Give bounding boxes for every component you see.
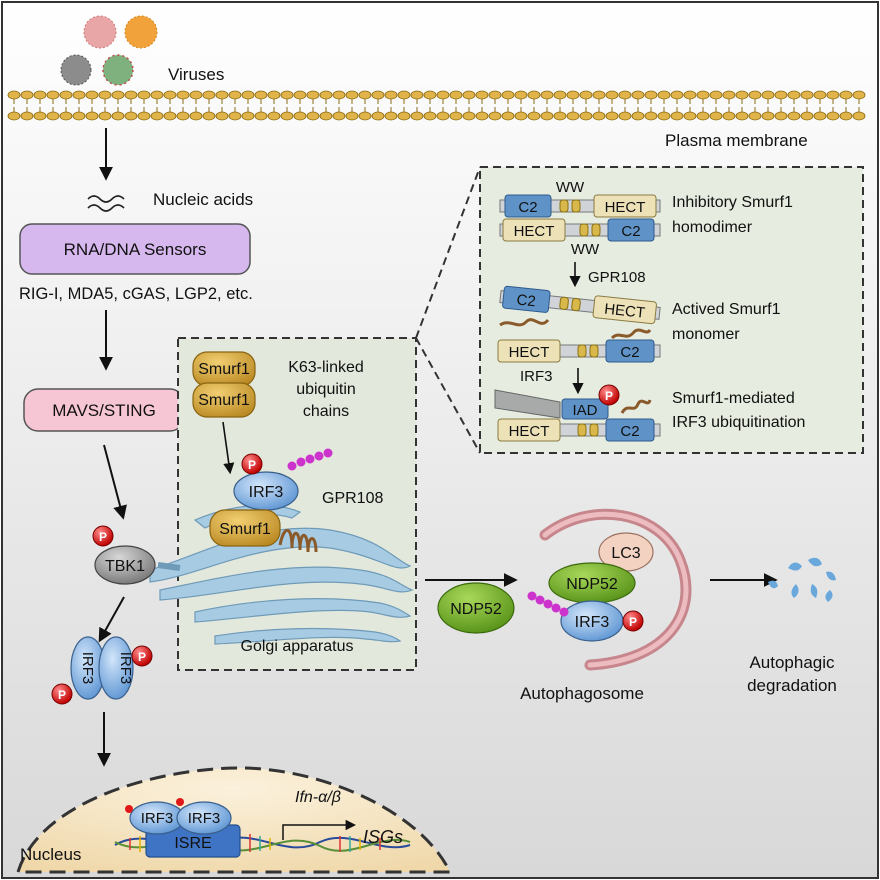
inset-row2-hect-label: HECT	[514, 223, 555, 240]
autophagic-line2-label: degradation	[747, 676, 837, 695]
gpr108-transmembrane-icon	[278, 528, 318, 553]
autophagosome-label: Autophagosome	[520, 684, 644, 703]
transcription-arrow	[282, 819, 357, 840]
degradation-fragments-icon	[768, 557, 836, 602]
smurf1-dimer-bottom-bar	[499, 218, 661, 242]
inset-row1-c2-label: C2	[518, 199, 537, 216]
smurf1-stack	[192, 351, 256, 418]
inset-iad-box	[561, 398, 609, 420]
viruses-label: Viruses	[168, 65, 224, 84]
irf3-dimer-phospho-right-label: P	[138, 650, 146, 664]
golgi-ubiquitin-chain-icon	[287, 448, 333, 471]
nucleic-acids-label: Nucleic acids	[153, 190, 253, 209]
inset-row4-hect-label: HECT	[509, 344, 550, 361]
rna-dna-sensors-label: RNA/DNA Sensors	[64, 240, 207, 259]
golgi-smurf1-node	[209, 509, 281, 547]
inset-row5-hect-label: HECT	[509, 423, 550, 440]
inset-row1-hect-label: HECT	[605, 199, 646, 216]
tbk1-phospho-label: P	[99, 530, 107, 544]
irf3-dimer-phospho-left-label: P	[58, 688, 66, 702]
tbk1-node	[94, 545, 156, 585]
isgs-label: ISGs	[363, 827, 403, 847]
inset-irf3-body	[494, 389, 561, 419]
golgi-irf3-label: IRF3	[249, 484, 284, 501]
mediated-line2-label: IRF3 ubiquitination	[672, 414, 805, 431]
arrow-mavs-to-tbk1	[103, 444, 127, 520]
inset-ww-top-label: WW	[556, 179, 585, 196]
autophagic-line1-label: Autophagic	[749, 653, 835, 672]
tbk1-phospho-icon	[92, 525, 114, 547]
mavs-sting-label: MAVS/STING	[52, 401, 156, 420]
plasma-membrane-label: Plasma membrane	[665, 131, 808, 150]
inhibitory-line2-label: homodimer	[672, 219, 753, 236]
autophagosome-phospho-icon	[622, 610, 644, 632]
actived-line1-label: Actived Smurf1	[672, 301, 781, 318]
irf3-bound-left-label: IRF3	[141, 810, 174, 827]
ifn-label: Ifn-α/β	[295, 789, 341, 806]
irf3-dimer-phospho-right-icon	[131, 645, 153, 667]
golgi-apparatus-label: Golgi apparatus	[241, 638, 354, 655]
golgi-irf3-phospho-icon	[241, 453, 263, 475]
inset-row4-c2-label: C2	[620, 344, 639, 361]
irf3-dimer-phospho-left-icon	[51, 683, 73, 705]
inset-gpr108-coil-bottom-icon	[610, 328, 652, 340]
inhibitory-line1-label: Inhibitory Smurf1	[672, 194, 793, 211]
smurf1-active-bottom-bar	[497, 339, 661, 363]
autophagosome-ndp52-label: NDP52	[566, 576, 618, 593]
inset-phospho-label: P	[605, 389, 613, 403]
sensors-list-label: RIG-I, MDA5, cGAS, LGP2, etc.	[19, 285, 253, 303]
inset-iad-label: IAD	[572, 402, 597, 419]
k63-line3-label: chains	[303, 403, 349, 420]
autophagosome-ubiquitin-chain-icon	[527, 591, 569, 617]
golgi-irf3-phospho-label: P	[248, 458, 256, 472]
autophagosome-phospho-label: P	[629, 615, 637, 629]
zoom-line-bottom	[415, 337, 481, 454]
golgi-smurf1-label: Smurf1	[219, 521, 271, 538]
arrow-smurf1-to-irf3	[222, 421, 235, 475]
tbk1-golgi-link	[157, 562, 181, 571]
inset-phospho-icon	[598, 384, 620, 406]
plasma-membrane	[7, 90, 866, 121]
inset-row3-hect-label: HECT	[603, 301, 645, 322]
irf3-bound-phospho-left-icon	[125, 805, 133, 813]
inset-irf3-label: IRF3	[520, 368, 553, 385]
free-ndp52-label: NDP52	[450, 601, 502, 618]
smurf1-active-top-bar: C2 HECT	[499, 285, 661, 325]
inset-row3-c2-label: C2	[516, 291, 537, 310]
irf3-dimer-right-label: IRF3	[117, 652, 134, 685]
nucleus-label: Nucleus	[20, 845, 81, 864]
virus-icons	[60, 15, 158, 86]
actived-line2-label: monomer	[672, 326, 740, 343]
mediated-line1-label: Smurf1-mediated	[672, 390, 795, 407]
k63-line1-label: K63-linked	[288, 359, 364, 376]
inset-row2-c2-label: C2	[621, 223, 640, 240]
irf3-bound-right-label: IRF3	[188, 810, 221, 827]
smurf1-ubiquitination-bar	[497, 418, 661, 442]
smurf1-dimer-top-bar	[499, 194, 661, 218]
smurf1-top-label: Smurf1	[198, 361, 250, 378]
rna-dna-sensors-box	[19, 223, 251, 275]
irf3-dimer-left-label: IRF3	[79, 652, 96, 685]
irf3-bound-phospho-right-icon	[176, 798, 184, 806]
nucleic-acid-icon	[87, 195, 125, 212]
irf3-dimer	[70, 636, 134, 700]
inset-gpr108-coil-top-icon	[499, 318, 550, 327]
free-ndp52-node	[437, 582, 515, 634]
isre-label: ISRE	[174, 835, 211, 852]
lc3-label: LC3	[611, 545, 640, 562]
autophagosome-irf3-label: IRF3	[575, 614, 610, 631]
k63-line2-label: ubiquitin	[296, 381, 356, 398]
inset-ww-bottom-label: WW	[571, 241, 600, 258]
inset-row5-c2-label: C2	[620, 423, 639, 440]
arrow-tbk1-to-irf3-dimer	[98, 596, 125, 643]
autophagosome-membrane-highlight	[542, 511, 689, 668]
golgi-gpr108-label: GPR108	[322, 490, 383, 507]
tbk1-label: TBK1	[105, 558, 145, 575]
irf3-bound-right	[176, 801, 232, 835]
smurf1-bottom-label: Smurf1	[198, 392, 250, 409]
inset-gpr108-label: GPR108	[588, 269, 646, 286]
zoom-line-top	[415, 166, 481, 339]
inset-gpr108-coil-row3-icon	[620, 399, 652, 414]
